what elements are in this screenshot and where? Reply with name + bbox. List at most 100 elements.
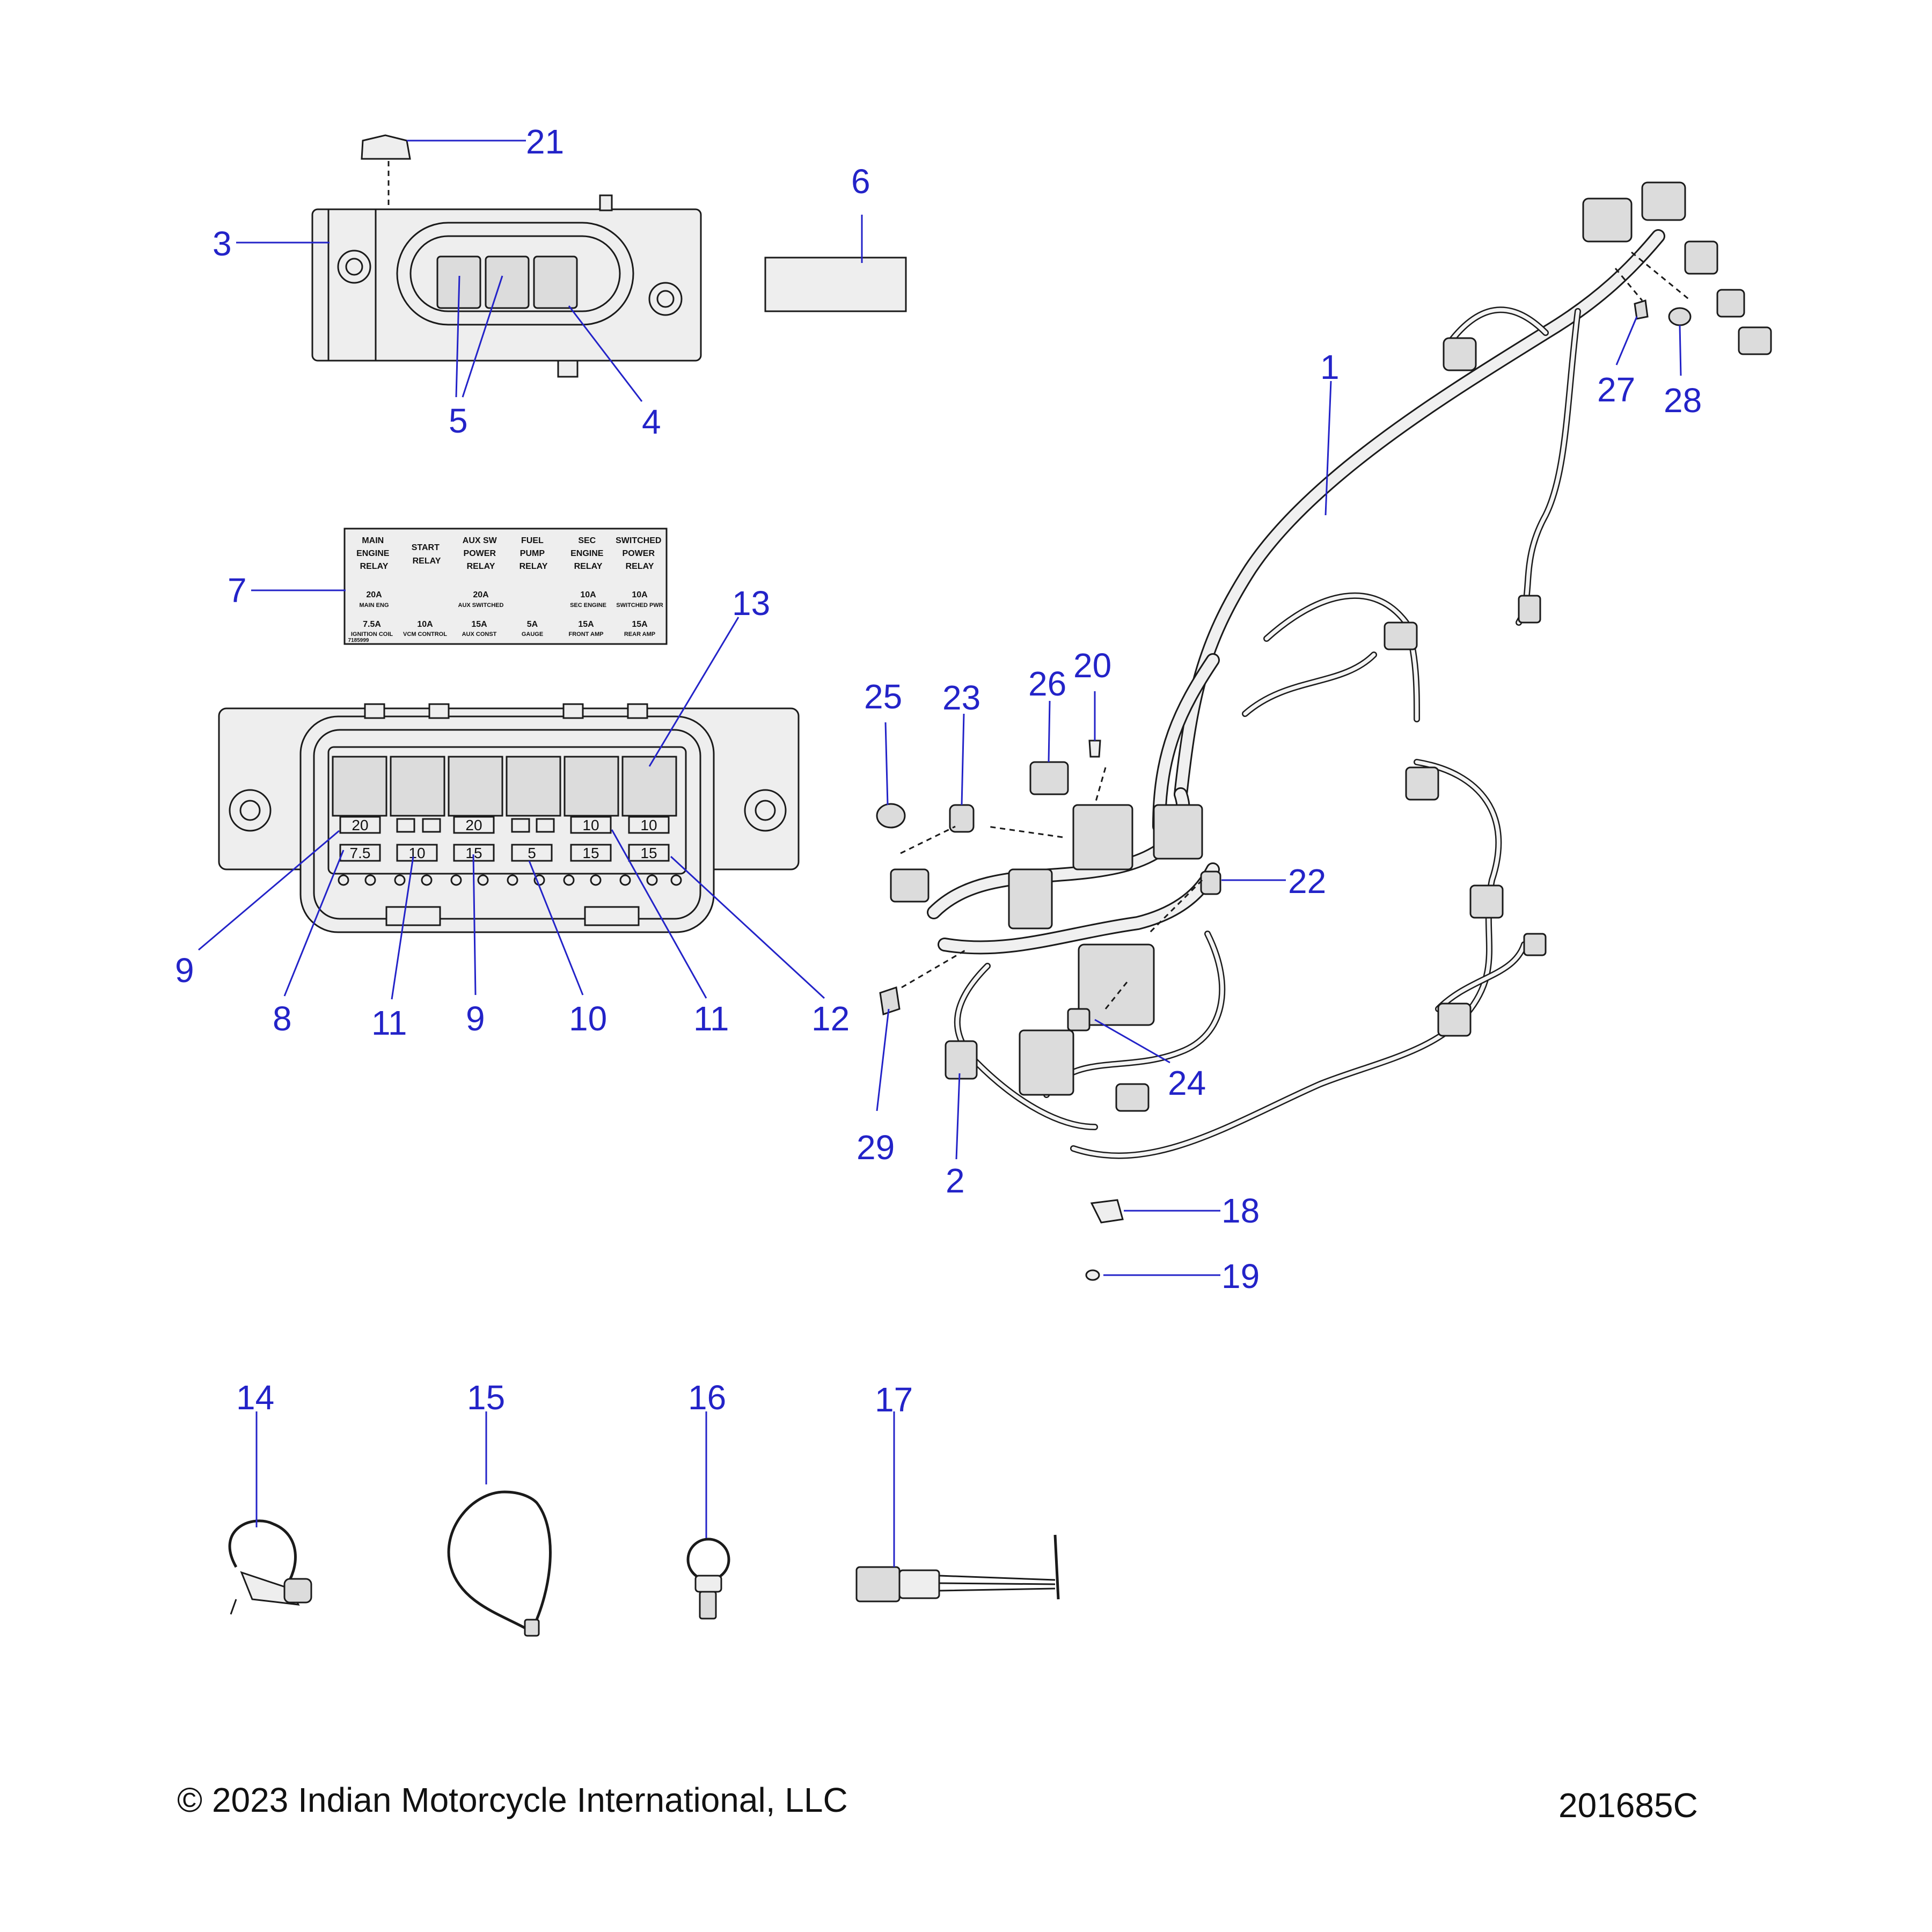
terminating-resistor [1029, 761, 1069, 795]
callout-12: 12 [811, 999, 850, 1038]
decal-bot3-name: AUX CONST [462, 631, 497, 638]
callout-numbers: 1 2 3 4 5 6 7 8 9 9 10 10 11 11 12 13 14… [175, 122, 1702, 1419]
decal-bot3-amp: 15A [471, 620, 487, 629]
decal-mid3-name: SEC ENGINE [570, 602, 606, 609]
callout-7: 7 [228, 571, 247, 610]
callout-6: 6 [851, 162, 870, 201]
decal-bot6-name: REAR AMP [624, 631, 655, 638]
callout-19: 19 [1221, 1257, 1260, 1296]
main-wiring-harness [890, 181, 1772, 1159]
callout-26: 26 [1028, 664, 1066, 703]
decal-col5-l2: ENGINE [570, 549, 604, 558]
callout-4: 4 [642, 402, 661, 441]
decal-bot2-name: VCM CONTROL [403, 631, 447, 638]
decal-col3-l3: RELAY [467, 562, 495, 571]
callout-16: 16 [688, 1378, 726, 1417]
callout-leaders [198, 140, 1682, 1567]
fuse-relay-decal: MAIN ENGINE RELAY START RELAY AUX SW POW… [343, 528, 668, 645]
fuse-bottom-2: 10 [408, 845, 425, 861]
decal-mid1-amp: 20A [366, 590, 382, 599]
callout-25: 25 [864, 677, 902, 716]
svg-text:SEC ENGINE RELAY: SEC ENGINE RELAY [570, 536, 606, 571]
svg-text:MAIN ENGINE RELAY: MAIN ENGINE RELAY [356, 536, 392, 571]
callout-3: 3 [213, 224, 232, 263]
fuse-bottom-1: 7.5 [350, 845, 371, 861]
decal-mid4-amp: 10A [632, 590, 648, 599]
decal-col6-l1: SWITCHED [616, 536, 661, 545]
callout-1: 1 [1320, 348, 1340, 386]
decal-bot6-amp: 15A [632, 620, 648, 629]
decal-bot2-amp: 10A [417, 620, 433, 629]
decal-col1-l1: MAIN [362, 536, 384, 545]
callout-5: 5 [449, 401, 468, 440]
callout-17: 17 [875, 1380, 913, 1419]
decal-bot5-amp: 15A [578, 620, 594, 629]
fuse-bottom-5: 15 [582, 845, 599, 861]
harness-strap-clip [228, 1519, 312, 1615]
push-mount-tie [686, 1538, 730, 1620]
decal-part-number: 7185999 [348, 638, 369, 643]
decal-col4-l1: FUEL [521, 536, 544, 545]
diode-connector [945, 1040, 978, 1080]
decal-col2-l1: START [412, 543, 440, 552]
label-blank [764, 257, 907, 312]
protective-cap-right [1200, 870, 1221, 895]
callout-28: 28 [1664, 381, 1702, 420]
callout-9a: 9 [175, 951, 194, 990]
drawing-number: 201685C [1558, 1786, 1698, 1825]
seal-plug [876, 803, 906, 829]
callout-10a: 10 [569, 999, 607, 1038]
decal-col4-l2: PUMP [520, 549, 545, 558]
callout-15: 15 [467, 1378, 505, 1417]
ground-connector [1067, 1008, 1091, 1031]
copyright-text: © 2023 Indian Motorcycle International, … [177, 1781, 848, 1819]
harness-screw [1088, 740, 1101, 758]
svg-text:AUX SW POWER RELAY: AUX SW POWER RELAY [463, 536, 499, 571]
decal-col1-l2: ENGINE [356, 549, 390, 558]
decal-mid1-name: MAIN ENG [360, 602, 389, 609]
connector-pigtail [855, 1534, 1060, 1602]
callout-20: 20 [1073, 646, 1111, 685]
relay-cover-nut [361, 134, 411, 209]
fuse-top-2: 20 [465, 817, 482, 833]
decal-mid3-amp: 10A [580, 590, 596, 599]
decal-bot5-name: FRONT AMP [569, 631, 604, 638]
svg-text:START RELAY: START RELAY [412, 543, 442, 566]
relay-box-cover [311, 194, 702, 378]
decal-col3-l1: AUX SW [463, 536, 497, 545]
callout-27: 27 [1597, 370, 1635, 409]
harness-clip [1090, 1199, 1124, 1224]
decal-col5-l3: RELAY [574, 562, 603, 571]
decal-col1-l3: RELAY [360, 562, 389, 571]
fuse-top-4: 10 [640, 817, 657, 833]
callout-2: 2 [946, 1161, 965, 1200]
decal-mid2-amp: 20A [473, 590, 489, 599]
svg-text:FUEL PUMP RELAY: FUEL PUMP RELAY [519, 536, 548, 571]
small-cap [1668, 307, 1692, 326]
svg-text:SWITCHED POWER REL: SWITCHED POWER RELAY [616, 536, 664, 571]
cable-tie [447, 1490, 552, 1637]
fuse-bottom-4: 5 [528, 845, 536, 861]
callout-18: 18 [1221, 1191, 1260, 1230]
callout-23: 23 [942, 678, 980, 717]
fuse-top-1: 20 [352, 817, 368, 833]
decal-bot4-amp: 5A [527, 620, 538, 629]
decal-col2-l2: RELAY [413, 557, 441, 566]
callout-24: 24 [1168, 1064, 1206, 1102]
callout-9b: 9 [466, 999, 485, 1038]
decal-col3-l2: POWER [464, 549, 496, 558]
callout-22: 22 [1288, 862, 1326, 901]
cap-plug [879, 986, 901, 1015]
callout-11a: 11 [371, 1004, 407, 1042]
callout-29: 29 [857, 1128, 895, 1167]
small-seal [1634, 299, 1649, 320]
decal-bot1-name: IGNITION COIL [351, 631, 393, 638]
callout-21: 21 [526, 122, 564, 161]
callout-8: 8 [273, 999, 292, 1038]
fuse-bottom-6: 15 [640, 845, 657, 861]
fuse-relay-block: 20 20 10 10 7.5 10 15 5 15 15 [218, 703, 800, 933]
decal-bot4-name: GAUGE [522, 631, 543, 638]
callout-11b: 11 [693, 999, 729, 1038]
harness-nut [1085, 1269, 1100, 1281]
